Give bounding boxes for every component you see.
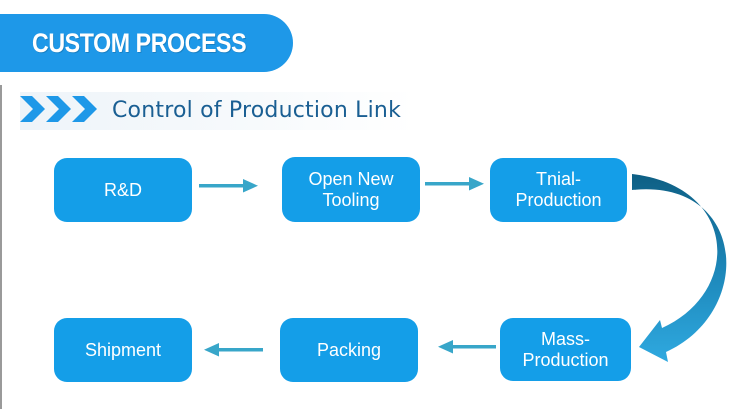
arrow-trial-to-mass [632,174,727,362]
step-shipment: Shipment [54,318,192,382]
subheading-title: Control of Production Link [112,98,402,123]
title-banner: CUSTOM PROCESS [0,14,293,72]
arrow-packing-to-shipment [204,343,263,357]
step-open-new-tooling: Open New Tooling [282,157,420,222]
step-trial-production: Tnial- Production [490,158,627,222]
step-mass-production: Mass- Production [500,318,631,381]
step-rnd: R&D [54,158,192,222]
arrow-tooling-to-trial [425,177,484,191]
arrow-mass-to-packing [438,340,496,354]
step-packing: Packing [280,318,418,382]
triple-chevron-icon [20,96,97,122]
arrow-rnd-to-tooling [199,179,258,193]
page-title: CUSTOM PROCESS [32,28,247,58]
left-divider [0,85,2,409]
